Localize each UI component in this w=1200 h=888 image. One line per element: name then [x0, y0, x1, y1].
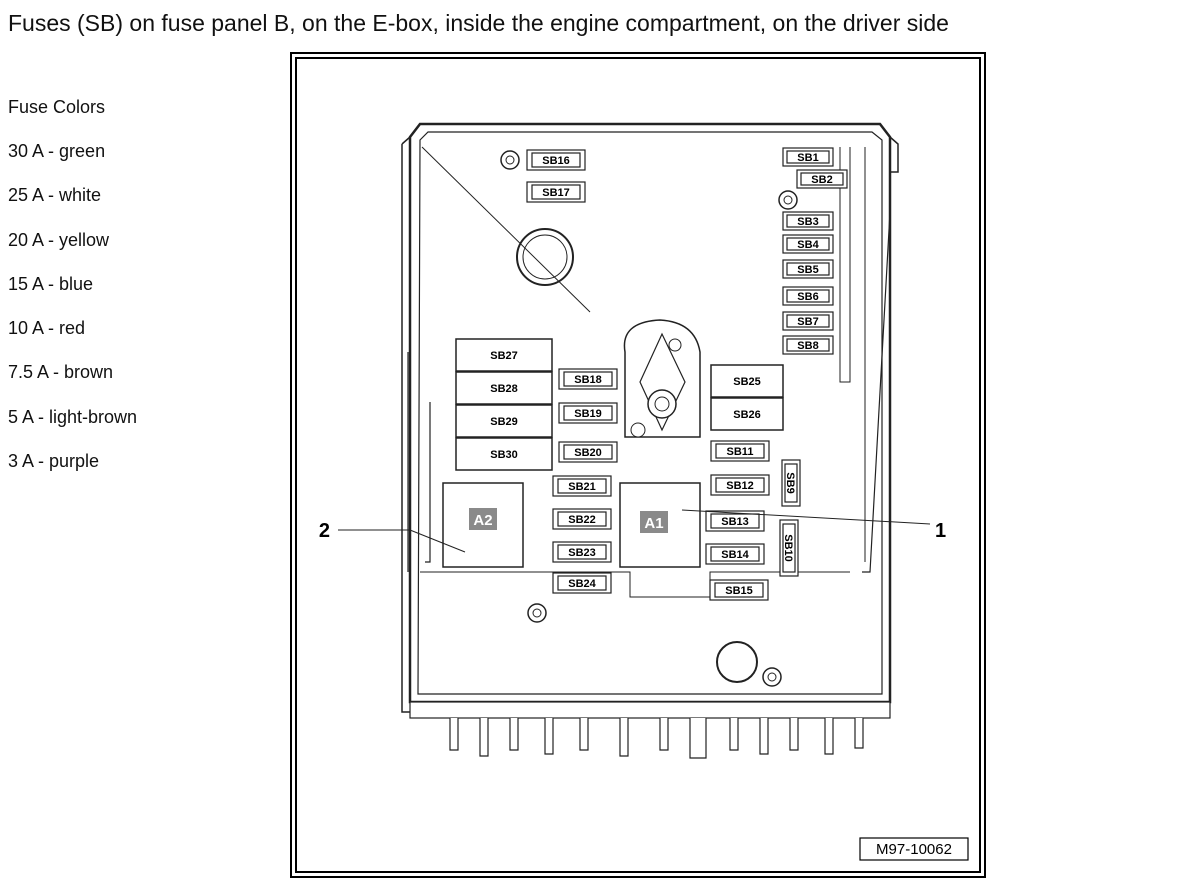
legend-heading: Fuse Colors	[8, 97, 106, 117]
relay-a1-label-box	[640, 511, 668, 533]
relay-a2-label-box	[469, 508, 497, 530]
fuse-sb29	[455, 404, 553, 438]
fuse-sb29-label: SB29	[490, 416, 518, 428]
fuse-sb11-label: SB11	[727, 446, 754, 458]
legend-item-30a: 30 A - green	[8, 141, 106, 161]
fuse-sb18-label: SB18	[574, 374, 602, 386]
page-title: Fuses (SB) on fuse panel B, on the E-box…	[8, 10, 949, 36]
fuse-sb8-label: SB8	[797, 340, 818, 352]
fuse-sb9-label: SB9	[784, 472, 796, 493]
fuse-sb5-label: SB5	[797, 264, 818, 276]
callout-2: 2	[319, 520, 330, 542]
fuse-sb7-label: SB7	[797, 316, 818, 328]
legend-item-3a: 3 A - purple	[8, 451, 100, 472]
fuse-sb30	[455, 437, 553, 471]
relay-a1-label: A1	[644, 515, 663, 532]
fuse-sb4-label: SB4	[797, 239, 819, 251]
fuse-block-right	[710, 364, 784, 431]
fuse-sb26-label: SB26	[733, 409, 761, 421]
fuse-sb28-label: SB28	[490, 383, 518, 395]
callout-1: 1	[935, 520, 946, 542]
connector-fins	[409, 701, 891, 759]
fuse-sb1-label: SB1	[797, 152, 818, 164]
fuse-sb25	[710, 364, 784, 398]
fuse-sb2-label: SB2	[811, 174, 832, 186]
fuse-color-legend: Fuse Colors 30 A - green 25 A - white 20…	[8, 96, 137, 494]
legend-item-25a: 25 A - white	[8, 185, 102, 206]
fuse-sb27-label: SB27	[490, 350, 518, 362]
relay-a2: A2	[442, 482, 524, 568]
mounting-bolts	[500, 150, 798, 687]
fuse-sb19-label: SB19	[574, 408, 602, 420]
fuse-sb21-label: SB21	[568, 481, 596, 493]
fuse-sb28	[455, 371, 553, 405]
fuse-sb15-label: SB15	[725, 585, 753, 597]
fuse-sb13-label: SB13	[721, 516, 749, 528]
figure-inner-frame	[295, 57, 981, 873]
fuse-sb14-label: SB14	[721, 549, 749, 561]
central-mount	[623, 319, 701, 438]
legend-item-7-5a: 7.5 A - brown	[8, 362, 114, 383]
fuse-sb12-label: SB12	[726, 480, 754, 492]
fuse-sb26	[710, 397, 784, 431]
legend-item-10a: 10 A - red	[8, 318, 86, 339]
blade-fuses	[526, 147, 848, 601]
fuse-sb10-label: SB10	[782, 534, 794, 562]
legend-item-5a: 5 A - light-brown	[8, 406, 138, 427]
fuse-sb3-label: SB3	[797, 216, 818, 228]
fuse-sb17-label: SB17	[542, 187, 570, 199]
fuse-sb23-label: SB23	[568, 547, 596, 559]
fuse-sb25-label: SB25	[733, 376, 761, 388]
relay-a2-label: A2	[473, 512, 492, 529]
fuse-sb22-label: SB22	[568, 514, 596, 526]
figure-id: M97-10062	[876, 841, 952, 858]
fuse-sb16-label: SB16	[542, 155, 570, 167]
figure-frame	[290, 52, 986, 878]
figure-id-box	[859, 837, 969, 861]
fuse-block-left	[455, 338, 553, 471]
fuse-sb6-label: SB6	[797, 291, 818, 303]
callout-leaders	[338, 509, 931, 553]
fuse-sb27	[455, 338, 553, 372]
fuse-sb30-label: SB30	[490, 449, 518, 461]
legend-item-15a: 15 A - blue	[8, 273, 94, 294]
fuse-sb20-label: SB20	[574, 447, 602, 459]
fuse-panel-diagram: A2 A1 SB27 SB28 SB29 SB30 SB25 SB26	[290, 52, 990, 885]
fuse-sb24-label: SB24	[568, 578, 596, 590]
fuse-panel-svg: A2 A1 SB27 SB28 SB29 SB30 SB25 SB26	[290, 52, 986, 878]
relay-a1: A1	[619, 482, 701, 568]
legend-item-20a: 20 A - yellow	[8, 229, 110, 250]
